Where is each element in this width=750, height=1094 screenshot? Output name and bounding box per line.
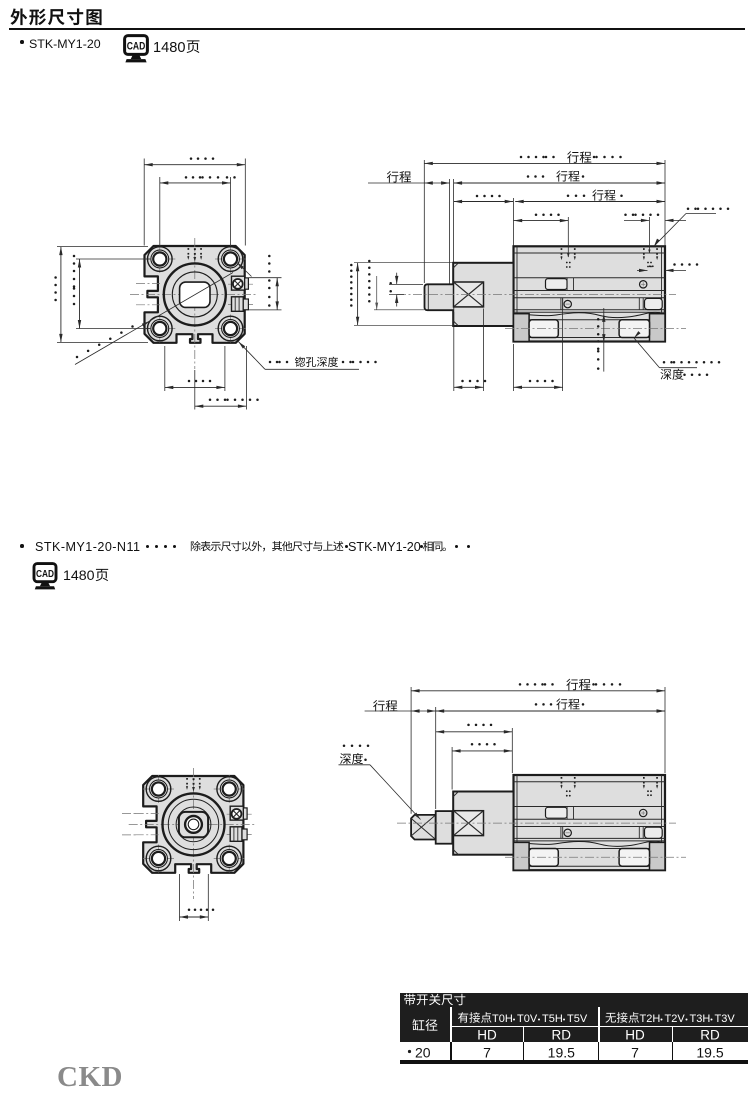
- svg-text:T0V: T0V: [517, 1013, 538, 1025]
- svg-text:CAD: CAD: [127, 40, 146, 52]
- svg-text:1480: 1480: [153, 40, 185, 56]
- svg-text:7: 7: [483, 1044, 491, 1060]
- svg-text:T0H: T0H: [492, 1013, 513, 1025]
- svg-text:RD: RD: [552, 1027, 572, 1042]
- svg-text:T5V: T5V: [567, 1013, 588, 1025]
- svg-text:19.5: 19.5: [548, 1044, 575, 1060]
- svg-text:19.5: 19.5: [696, 1044, 723, 1060]
- svg-text:HD: HD: [477, 1027, 497, 1042]
- svg-text:T2H: T2H: [640, 1013, 661, 1025]
- svg-text:7: 7: [631, 1044, 639, 1060]
- svg-text:T2V: T2V: [665, 1013, 686, 1025]
- svg-text:RD: RD: [700, 1027, 720, 1042]
- svg-text:CAD: CAD: [36, 569, 54, 580]
- svg-text:1480: 1480: [63, 568, 95, 584]
- svg-text:T5H: T5H: [542, 1013, 563, 1025]
- svg-text:T3H: T3H: [690, 1013, 711, 1025]
- svg-text:HD: HD: [625, 1027, 645, 1042]
- svg-text:20: 20: [415, 1044, 431, 1060]
- svg-text:T3V: T3V: [715, 1013, 736, 1025]
